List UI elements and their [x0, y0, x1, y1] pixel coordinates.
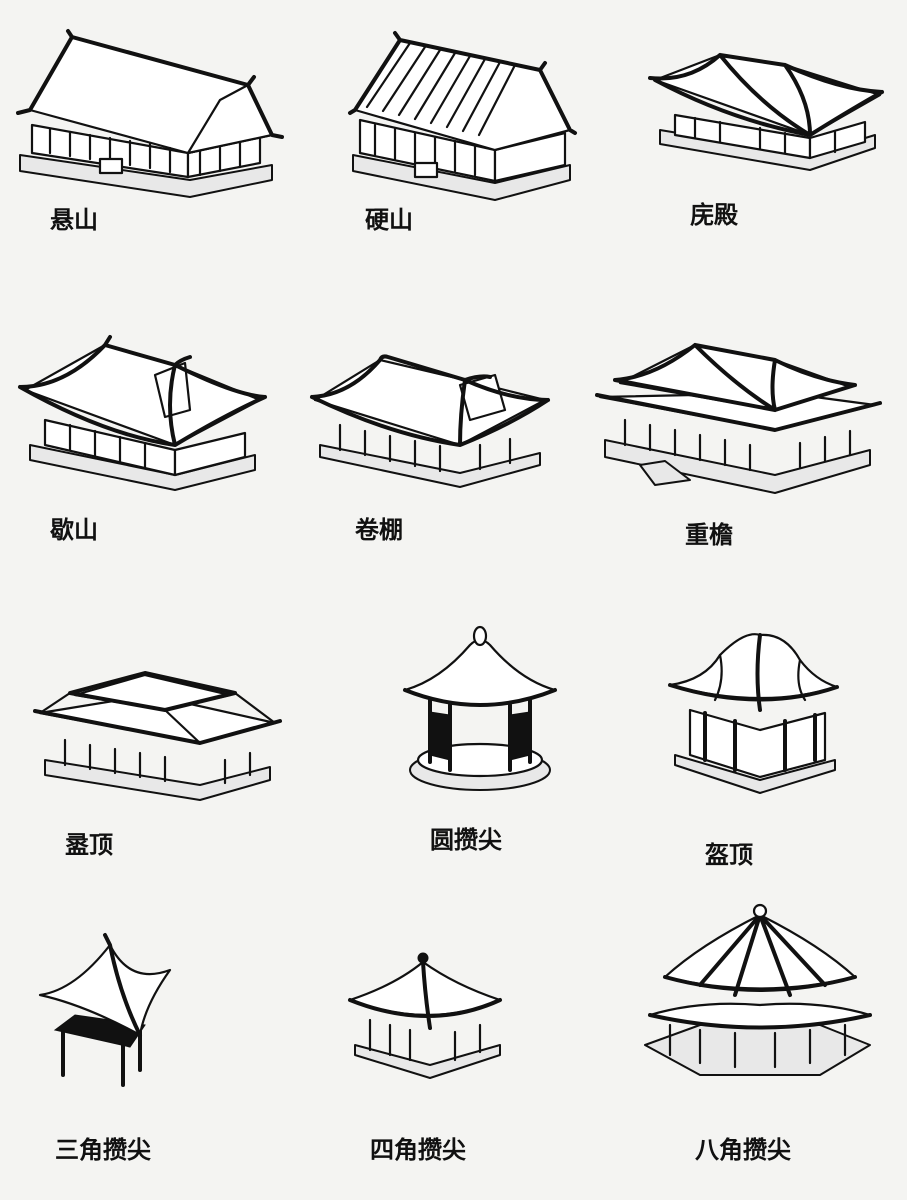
luding-drawing — [33, 671, 282, 801]
juanpeng-drawing — [310, 354, 550, 488]
sijiao-drawing — [348, 952, 502, 1079]
xuanshan-drawing — [16, 29, 284, 198]
roof-bajiao: 八角攒尖 — [640, 903, 880, 1175]
roof-wudian: 庑殿 — [648, 40, 890, 240]
kuiding-drawing — [668, 633, 839, 794]
label-xieshan: 歇山 — [50, 515, 98, 544]
roof-sanjiao: 三角攒尖 — [35, 933, 205, 1175]
roof-luding: 盝顶 — [30, 665, 290, 875]
label-bajiao: 八角攒尖 — [695, 1135, 791, 1164]
yingshan-drawing — [348, 31, 577, 201]
bajiao-drawing — [644, 903, 872, 1076]
label-chongyan: 重檐 — [685, 520, 733, 549]
roof-xuanshan: 悬山 — [10, 25, 284, 245]
roof-xieshan: 歇山 — [15, 335, 275, 555]
label-sanjiao: 三角攒尖 — [55, 1135, 151, 1164]
xieshan-drawing — [18, 335, 267, 491]
sanjiao-drawing — [38, 933, 172, 1087]
roof-chongyan: 重檐 — [595, 335, 885, 555]
label-juanpeng: 卷棚 — [355, 515, 403, 544]
chongyan-drawing — [595, 343, 882, 494]
label-sijiao: 四角攒尖 — [370, 1135, 466, 1164]
label-luding: 盝顶 — [65, 830, 113, 859]
label-yingshan: 硬山 — [365, 205, 413, 234]
wudian-drawing — [648, 53, 884, 171]
label-wudian: 庑殿 — [690, 200, 738, 229]
roof-yuancuanjian: 圆攒尖 — [400, 620, 560, 870]
label-xuanshan: 悬山 — [50, 205, 98, 234]
roof-kuiding: 盔顶 — [665, 625, 845, 875]
label-kuiding: 盔顶 — [705, 840, 753, 869]
roof-sijiao: 四角攒尖 — [345, 950, 515, 1175]
yuancuanjian-drawing — [403, 625, 557, 791]
roof-yingshan: 硬山 — [345, 25, 585, 245]
label-yuancuanjian: 圆攒尖 — [430, 825, 502, 854]
roof-juanpeng: 卷棚 — [310, 345, 555, 555]
